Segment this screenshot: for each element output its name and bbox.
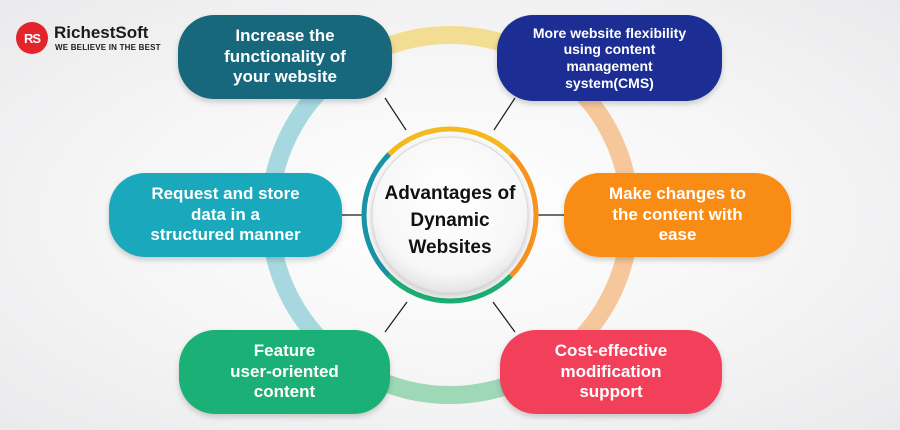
hub-arc-left xyxy=(361,152,391,278)
hub-arc-top xyxy=(387,126,513,156)
hub-arc-right xyxy=(509,152,539,278)
diagram-title: Advantages of Dynamic Websites xyxy=(384,183,516,258)
node-mid-right: Make changes to the content with ease xyxy=(564,173,791,257)
connector-bottom-right xyxy=(492,301,516,333)
hub-circle-outline xyxy=(371,136,529,294)
node-bottom-left: Feature user-oriented content xyxy=(179,330,390,414)
brand-logo: RS RichestSoft WE BELIEVE IN THE BEST xyxy=(16,22,186,56)
node-bottom-right: Cost-effective modification support xyxy=(500,330,722,414)
hub-arc-bottom xyxy=(387,274,513,304)
node-mid-left: Request and store data in a structured m… xyxy=(109,173,342,257)
connector-top-right xyxy=(493,97,516,131)
logo-mark-icon: RS xyxy=(16,22,48,54)
hub-circle xyxy=(372,137,528,293)
connector-bottom-left xyxy=(384,301,408,333)
node-top-left: Increase the functionality of your websi… xyxy=(178,15,392,99)
brand-name: RichestSoft xyxy=(54,23,149,42)
node-top-right: More website flexibility using content m… xyxy=(497,15,722,101)
brand-tagline: WE BELIEVE IN THE BEST xyxy=(55,43,161,52)
connector-top-left xyxy=(384,97,407,131)
